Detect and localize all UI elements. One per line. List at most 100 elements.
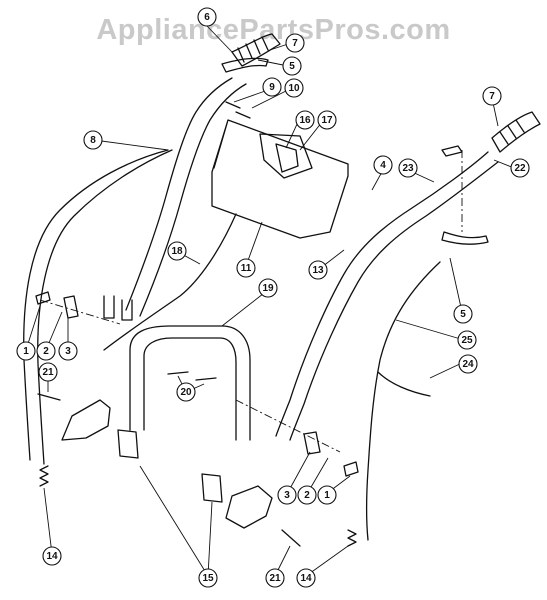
callout-c15: 15: [198, 568, 218, 588]
callout-label: 1: [324, 490, 330, 501]
callout-circle: [295, 110, 315, 130]
panel-bolts: [225, 101, 251, 119]
callout-c18: 18: [167, 241, 187, 261]
callout-c22: 22: [510, 158, 530, 178]
callout-label: 2: [304, 490, 310, 501]
right-clip: [441, 145, 463, 157]
callout-label: 16: [299, 115, 311, 126]
lower-frame: [129, 325, 251, 441]
callout-label: 1: [23, 346, 29, 357]
align-line-middle: [235, 399, 341, 453]
spacer-3-right: [303, 431, 321, 455]
callout-c2b: 2: [297, 485, 317, 505]
callout-circle: [297, 485, 317, 505]
callout-circle: [197, 7, 217, 27]
callout-circle: [398, 158, 418, 178]
callout-label: 23: [402, 163, 414, 174]
watermark-text: AppliancePartsPros.com: [96, 14, 451, 46]
callout-label: 8: [90, 135, 96, 146]
wire-18: [103, 213, 237, 351]
callout-label: 20: [180, 387, 192, 398]
left-handle-bracket: [103, 295, 133, 321]
callout-c4: 4: [373, 155, 393, 175]
callout-circle: [317, 110, 337, 130]
align-line-upper: [39, 299, 121, 325]
callout-c21b: 21: [265, 568, 285, 588]
callout-label: 9: [269, 82, 275, 93]
callout-label: 7: [292, 38, 298, 49]
left-lever: [221, 57, 269, 73]
callout-c9: 9: [262, 77, 282, 97]
callout-label: 6: [204, 12, 210, 23]
callout-label: 4: [380, 160, 386, 171]
callout-circle: [308, 260, 328, 280]
callout-c24: 24: [458, 354, 478, 374]
callout-label: 10: [288, 83, 300, 94]
right-bracket: [225, 485, 273, 529]
callout-circle: [284, 78, 304, 98]
callout-c3a: 3: [58, 341, 78, 361]
callout-c16: 16: [295, 110, 315, 130]
left-grip: [231, 33, 281, 67]
leader-lines: [25, 25, 515, 577]
callout-label: 21: [42, 367, 54, 378]
spring-14-left: [39, 465, 49, 487]
callout-c1a: 1: [16, 341, 36, 361]
callout-c25: 25: [457, 330, 477, 350]
callout-label: 13: [312, 265, 324, 276]
callout-circle: [167, 241, 187, 261]
left-handle-tube: [125, 77, 247, 317]
callout-c5a: 5: [282, 56, 302, 76]
callout-c7a: 7: [285, 33, 305, 53]
callout-c21a: 21: [38, 362, 58, 382]
callout-circle: [236, 258, 256, 278]
callout-circle: [482, 86, 502, 106]
callout-c5b: 5: [453, 304, 473, 324]
bolt-20: [167, 371, 217, 381]
callout-label: 3: [65, 346, 71, 357]
frame-tubes: [117, 429, 223, 503]
bolt-21-left: [37, 393, 61, 401]
callout-label: 19: [262, 283, 274, 294]
callout-circle: [38, 362, 58, 382]
callout-circle: [277, 485, 297, 505]
left-bracket: [61, 399, 111, 441]
callout-circle: [83, 130, 103, 150]
callout-circle: [453, 304, 473, 324]
callout-circle: [258, 278, 278, 298]
callout-label: 5: [460, 309, 466, 320]
callout-circle: [373, 155, 393, 175]
callout-c13: 13: [308, 260, 328, 280]
callout-c19: 19: [258, 278, 278, 298]
callout-circle: [458, 354, 478, 374]
callout-label: 5: [289, 61, 295, 72]
callout-c17: 17: [317, 110, 337, 130]
callout-c3b: 3: [277, 485, 297, 505]
callout-label: 2: [43, 346, 49, 357]
callout-c11: 11: [236, 258, 256, 278]
callout-label: 11: [241, 263, 252, 274]
callout-label: 21: [269, 573, 281, 584]
callout-label: 24: [462, 359, 474, 370]
knob-1-left: [35, 291, 51, 305]
callout-label: 25: [461, 335, 473, 346]
wire-24: [377, 371, 431, 397]
callout-circle: [265, 568, 285, 588]
callout-label: 14: [46, 551, 58, 562]
callout-label: 7: [489, 91, 495, 102]
callout-c1b: 1: [317, 485, 337, 505]
callout-label: 15: [202, 573, 214, 584]
callout-c2a: 2: [36, 341, 56, 361]
callout-circle: [176, 382, 196, 402]
cable-8: [23, 149, 173, 465]
callout-circle: [198, 568, 218, 588]
callout-circle: [317, 485, 337, 505]
callout-c14b: 14: [296, 568, 316, 588]
right-lever: [441, 231, 489, 245]
right-grip: [491, 111, 541, 153]
control-panel: [211, 119, 349, 239]
callout-circle: [285, 33, 305, 53]
callout-circle: [42, 546, 62, 566]
knob-1-right: [343, 461, 359, 477]
callout-circle: [58, 341, 78, 361]
